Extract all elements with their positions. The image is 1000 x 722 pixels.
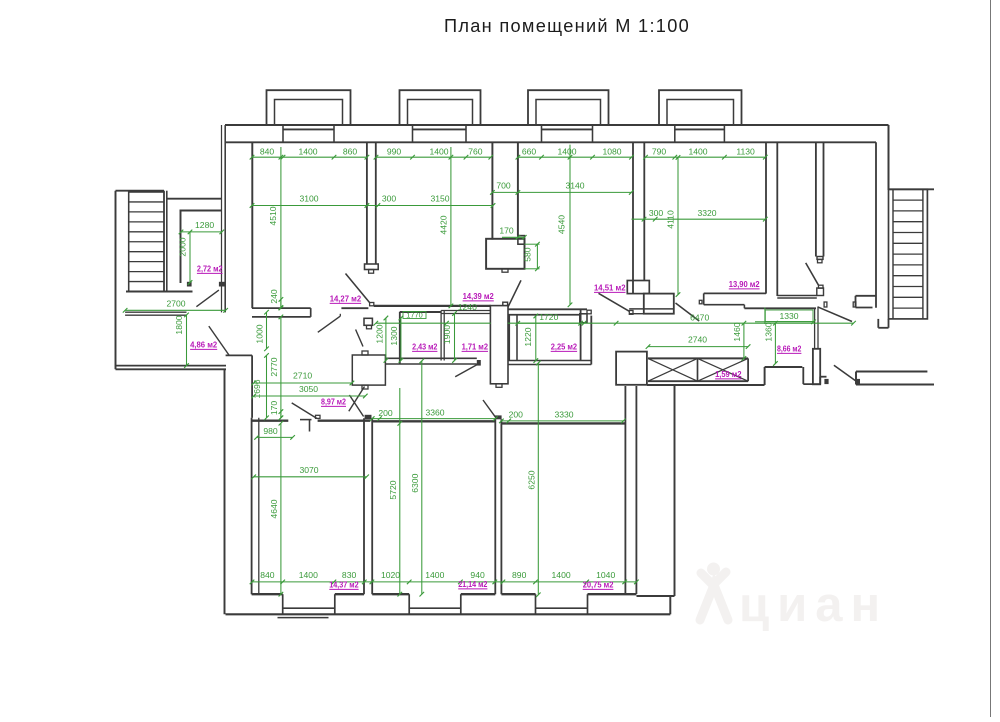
svg-text:3070: 3070 xyxy=(299,465,318,475)
svg-text:6250: 6250 xyxy=(527,470,537,489)
svg-text:1800: 1800 xyxy=(174,315,184,334)
svg-text:700: 700 xyxy=(496,181,511,191)
svg-text:200: 200 xyxy=(378,408,393,418)
svg-text:1400: 1400 xyxy=(425,570,444,580)
svg-text:План помещений М 1:100: План помещений М 1:100 xyxy=(444,16,690,36)
svg-text:1360: 1360 xyxy=(763,322,773,341)
svg-text:4510: 4510 xyxy=(268,206,278,225)
svg-text:1,59 м2: 1,59 м2 xyxy=(715,369,742,379)
svg-text:1400: 1400 xyxy=(429,147,448,157)
svg-text:14,51 м2: 14,51 м2 xyxy=(594,283,626,293)
svg-text:300: 300 xyxy=(649,208,664,218)
svg-text:14,27 м2: 14,27 м2 xyxy=(330,294,362,304)
svg-text:2740: 2740 xyxy=(688,334,707,344)
svg-text:940: 940 xyxy=(470,570,485,580)
svg-text:1720: 1720 xyxy=(539,312,558,322)
svg-text:760: 760 xyxy=(468,147,483,157)
svg-text:4,86 м2: 4,86 м2 xyxy=(190,340,217,350)
svg-text:6470: 6470 xyxy=(690,313,709,323)
svg-text:1460: 1460 xyxy=(732,322,742,341)
svg-text:1770: 1770 xyxy=(406,311,422,320)
svg-text:3330: 3330 xyxy=(554,410,573,420)
svg-text:2700: 2700 xyxy=(166,299,185,309)
svg-text:1900: 1900 xyxy=(442,325,452,344)
svg-text:21,14 м2: 21,14 м2 xyxy=(458,579,487,589)
svg-text:4420: 4420 xyxy=(439,215,449,234)
svg-text:2770: 2770 xyxy=(269,357,279,376)
svg-text:5720: 5720 xyxy=(388,480,398,499)
svg-text:1330: 1330 xyxy=(779,311,798,321)
svg-text:6300: 6300 xyxy=(410,473,420,492)
svg-text:660: 660 xyxy=(522,147,537,157)
svg-text:1400: 1400 xyxy=(688,147,707,157)
svg-text:980: 980 xyxy=(263,426,278,436)
svg-text:20,75 м2: 20,75 м2 xyxy=(583,580,614,590)
svg-text:8,97 м2: 8,97 м2 xyxy=(321,397,346,407)
svg-text:1400: 1400 xyxy=(557,147,576,157)
svg-text:8,66 м2: 8,66 м2 xyxy=(777,344,802,354)
svg-text:200: 200 xyxy=(509,410,524,420)
svg-text:580: 580 xyxy=(523,247,533,262)
svg-text:170: 170 xyxy=(499,225,514,235)
svg-text:840: 840 xyxy=(260,147,275,157)
svg-text:2,72 м2: 2,72 м2 xyxy=(197,264,223,274)
svg-text:1080: 1080 xyxy=(602,147,621,157)
svg-text:13,90 м2: 13,90 м2 xyxy=(729,279,760,289)
svg-text:1040: 1040 xyxy=(596,570,615,580)
svg-text:1000: 1000 xyxy=(255,324,265,343)
svg-text:3140: 3140 xyxy=(565,181,584,191)
svg-text:2000: 2000 xyxy=(178,237,188,256)
svg-text:2,25 м2: 2,25 м2 xyxy=(551,342,578,352)
svg-text:циан: циан xyxy=(739,578,888,632)
svg-text:240: 240 xyxy=(269,289,279,304)
svg-text:890: 890 xyxy=(512,570,527,580)
svg-text:1,71 м2: 1,71 м2 xyxy=(462,342,489,352)
svg-text:1280: 1280 xyxy=(195,220,214,230)
svg-text:14,39 м2: 14,39 м2 xyxy=(463,291,495,301)
svg-text:14,37 м2: 14,37 м2 xyxy=(329,580,359,590)
svg-text:1400: 1400 xyxy=(552,570,571,580)
svg-text:990: 990 xyxy=(387,147,402,157)
svg-text:1130: 1130 xyxy=(736,147,755,157)
svg-text:1696: 1696 xyxy=(252,379,262,398)
svg-text:3150: 3150 xyxy=(430,194,449,204)
svg-text:2,43 м2: 2,43 м2 xyxy=(412,342,438,352)
svg-text:1200: 1200 xyxy=(374,324,384,343)
svg-text:1400: 1400 xyxy=(299,570,318,580)
svg-text:860: 860 xyxy=(343,147,358,157)
svg-text:790: 790 xyxy=(652,147,667,157)
svg-text:4110: 4110 xyxy=(666,210,676,229)
svg-text:4540: 4540 xyxy=(557,215,567,234)
svg-text:3050: 3050 xyxy=(299,384,318,394)
svg-text:3100: 3100 xyxy=(299,194,318,204)
svg-text:170: 170 xyxy=(269,401,279,416)
svg-text:1220: 1220 xyxy=(523,327,533,346)
svg-text:4640: 4640 xyxy=(269,499,279,518)
svg-text:2710: 2710 xyxy=(293,371,312,381)
svg-text:3360: 3360 xyxy=(425,407,444,417)
svg-text:1240: 1240 xyxy=(458,302,477,312)
svg-text:840: 840 xyxy=(260,570,275,580)
svg-text:830: 830 xyxy=(342,570,357,580)
svg-text:3320: 3320 xyxy=(697,208,716,218)
svg-text:1020: 1020 xyxy=(381,570,400,580)
svg-text:1300: 1300 xyxy=(389,326,399,345)
svg-text:300: 300 xyxy=(382,194,397,204)
svg-text:1400: 1400 xyxy=(298,147,317,157)
